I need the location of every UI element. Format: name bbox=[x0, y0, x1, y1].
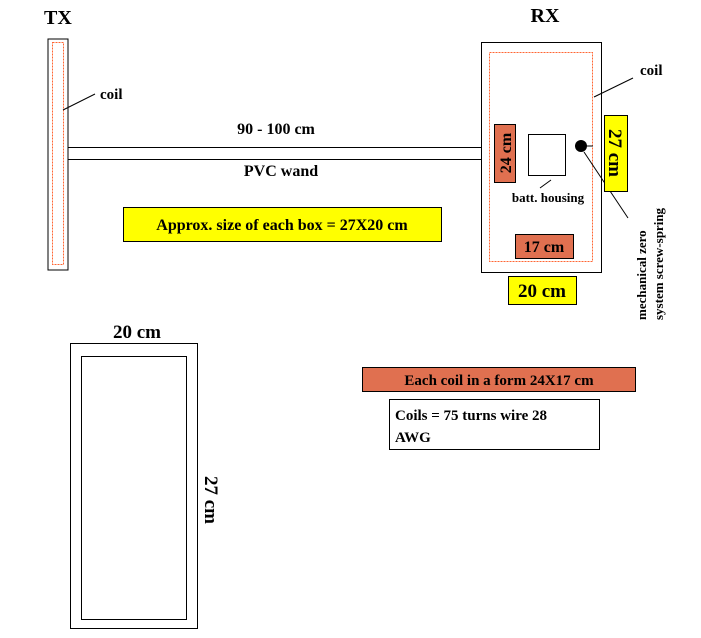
rx-title: RX bbox=[531, 5, 560, 27]
wand-label: PVC wand bbox=[244, 163, 318, 180]
battery-leader bbox=[539, 179, 552, 189]
coil-turns-line1: Coils = 75 turns wire 28 bbox=[395, 408, 547, 424]
rx-coil-height: 24 cm bbox=[498, 132, 515, 173]
mech-zero-line1: mechanical zero bbox=[634, 230, 649, 320]
tx-coil bbox=[52, 42, 64, 265]
rx-coil-width-badge bbox=[515, 234, 574, 259]
rx-coil bbox=[489, 52, 593, 262]
coil-turns-line2: AWG bbox=[395, 430, 431, 446]
detail-box-outer bbox=[70, 343, 198, 629]
mech-zero-screw bbox=[575, 140, 587, 152]
battery-housing bbox=[528, 134, 566, 176]
rx-box-width: 20 cm bbox=[518, 281, 566, 302]
rx-box-height-badge bbox=[604, 115, 628, 192]
mech-zero-line2: system screw-spring bbox=[651, 207, 666, 320]
detail-box-inner bbox=[81, 356, 187, 620]
tx-coil-label: coil bbox=[100, 87, 123, 103]
coil-form-note-bg bbox=[362, 367, 636, 392]
detail-box-width: 20 cm bbox=[113, 322, 161, 343]
rx-coil-height-badge bbox=[494, 124, 516, 183]
rx-coil-width: 17 cm bbox=[524, 239, 565, 256]
rx-box-width-badge bbox=[508, 276, 577, 305]
detail-box-height: 27 cm bbox=[200, 476, 221, 524]
coil-turns-note-box bbox=[389, 399, 600, 450]
box-size-note: Approx. size of each box = 27X20 cm bbox=[156, 217, 408, 234]
box-size-note-bg bbox=[123, 207, 442, 242]
wand-length: 90 - 100 cm bbox=[237, 121, 315, 138]
coil-form-note: Each coil in a form 24X17 cm bbox=[404, 373, 594, 389]
rx-coil-label: coil bbox=[640, 63, 663, 79]
tx-coil-leader bbox=[62, 93, 96, 111]
rx-coil-leader bbox=[593, 77, 634, 98]
tx-title: TX bbox=[44, 7, 72, 29]
battery-label: batt. housing bbox=[512, 190, 585, 205]
tx-box bbox=[47, 38, 69, 271]
rx-box-height: 27 cm bbox=[604, 129, 625, 177]
